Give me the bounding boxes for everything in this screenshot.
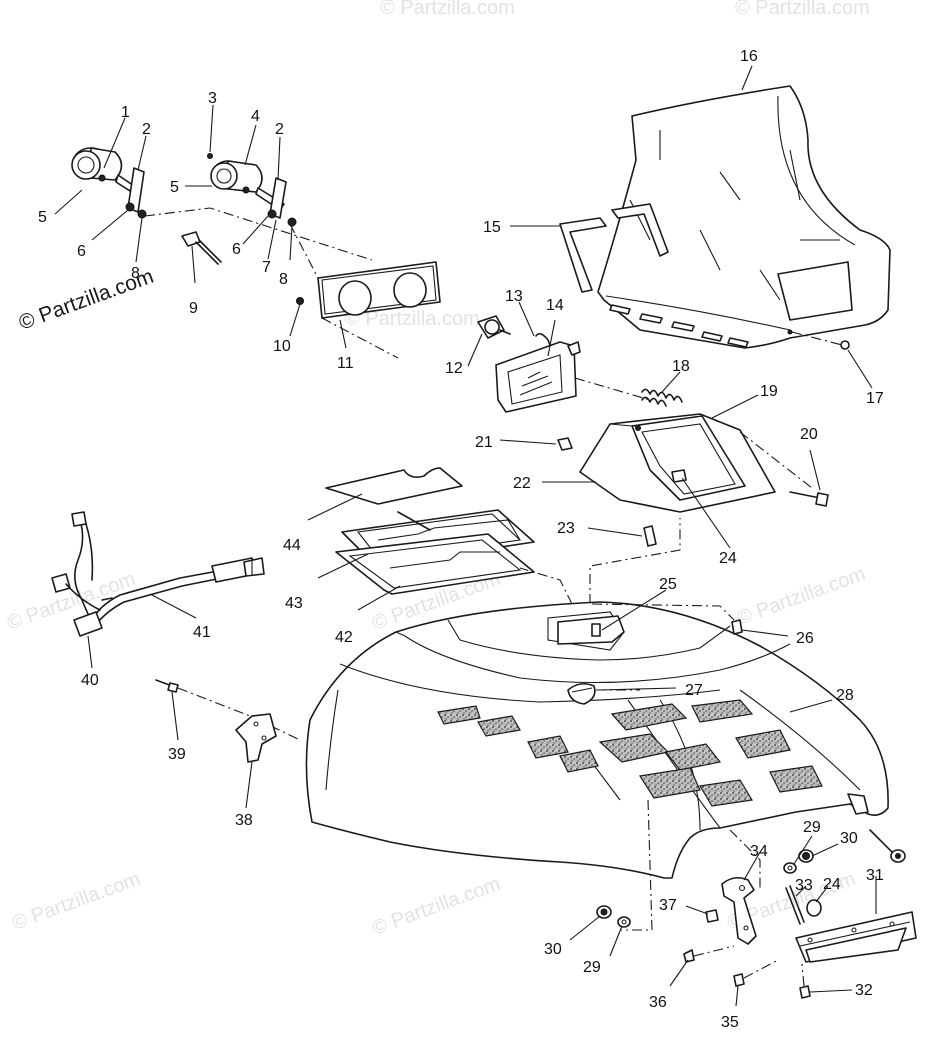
fastener-30-29-right [783,849,814,874]
callout-20: 20 [800,426,818,443]
callout-14: 14 [546,297,564,314]
fastener-30-29-left [596,905,631,928]
callout-6: 6 [77,243,86,260]
callout-24: 24 [823,876,841,893]
callout-12: 12 [445,360,463,377]
callout-8: 8 [131,265,140,282]
headlight-assembly [477,315,581,413]
callout-32: 32 [855,982,873,999]
callout-15: 15 [483,219,501,236]
callout-4: 4 [251,108,260,125]
bolt-20 [789,491,829,507]
watermark-text: © Partzilla.com [380,0,515,19]
callout-24: 24 [719,550,737,567]
callout-23: 23 [557,520,575,537]
callout-16: 16 [740,48,758,65]
callout-30: 30 [840,830,858,847]
callout-2: 2 [142,121,151,138]
screw-37 [705,909,719,923]
callout-5: 5 [170,179,179,196]
screw-36 [683,949,695,963]
callout-25: 25 [659,576,677,593]
tray-42 [335,533,535,595]
callout-38: 38 [235,812,253,829]
screw-35 [733,973,745,987]
callout-labels: 1 2 3 4 2 5 5 6 6 7 8 8 9 10 11 12 13 14… [38,48,884,1031]
gauge-bezel-11 [296,261,441,319]
callout-13: 13 [505,288,523,305]
screw-32 [799,985,811,999]
callout-9: 9 [189,300,198,317]
lower-housing-31 [795,829,917,963]
callout-40: 40 [81,672,99,689]
screw-23 [643,525,657,547]
callout-18: 18 [672,358,690,375]
watermark-text: © Partzilla.com [734,563,868,630]
callout-36: 36 [649,994,667,1011]
hood-28 [305,601,889,879]
callout-28: 28 [836,687,854,704]
part-21 [557,437,573,451]
callout-22: 22 [513,475,531,492]
right-gauge-assembly [207,153,297,227]
callout-17: 17 [866,390,884,407]
spring-18 [641,388,683,407]
watermark-text: © Partzilla.com [735,0,870,19]
callout-42: 42 [335,629,353,646]
callout-3: 3 [208,90,217,107]
callout-21: 21 [475,434,493,451]
callout-8: 8 [279,271,288,288]
watermark-text: © Partzilla.com [345,308,480,330]
headlight-housing-22 [579,413,776,513]
callout-29: 29 [803,819,821,836]
callout-44: 44 [283,537,301,554]
callout-19: 19 [760,383,778,400]
callout-37: 37 [659,897,677,914]
cable-9 [181,231,222,265]
watermark-text: © Partzilla.com [4,568,138,635]
watermark-text: © Partzilla.com [9,868,143,935]
clip-24b [806,899,822,917]
callout-5: 5 [38,209,47,226]
callout-27: 27 [685,682,703,699]
callout-26: 26 [796,630,814,647]
callout-43: 43 [285,595,303,612]
callout-34: 34 [750,843,768,860]
decal-15 [559,203,669,293]
callout-30: 30 [544,941,562,958]
screw-39 [155,679,179,693]
callout-39: 39 [168,746,186,763]
wiring-harness-41 [51,511,265,637]
leader-lines [54,65,877,1007]
callout-31: 31 [866,867,884,884]
callout-6: 6 [232,241,241,258]
rod-33 [785,885,805,925]
callout-2: 2 [275,121,284,138]
callout-35: 35 [721,1014,739,1031]
callout-10: 10 [273,338,291,355]
callout-29: 29 [583,959,601,976]
bracket-38 [235,713,277,763]
left-gauge-assembly [71,147,147,219]
windshield-16 [597,85,891,349]
tray-44 [325,467,463,505]
callout-33: 33 [795,877,813,894]
callout-11: 11 [337,355,354,372]
callout-7: 7 [262,259,271,276]
callout-41: 41 [193,624,211,641]
watermark-text: © Partzilla.com [369,873,503,940]
bracket-34 [721,876,757,945]
callout-1: 1 [121,104,130,121]
